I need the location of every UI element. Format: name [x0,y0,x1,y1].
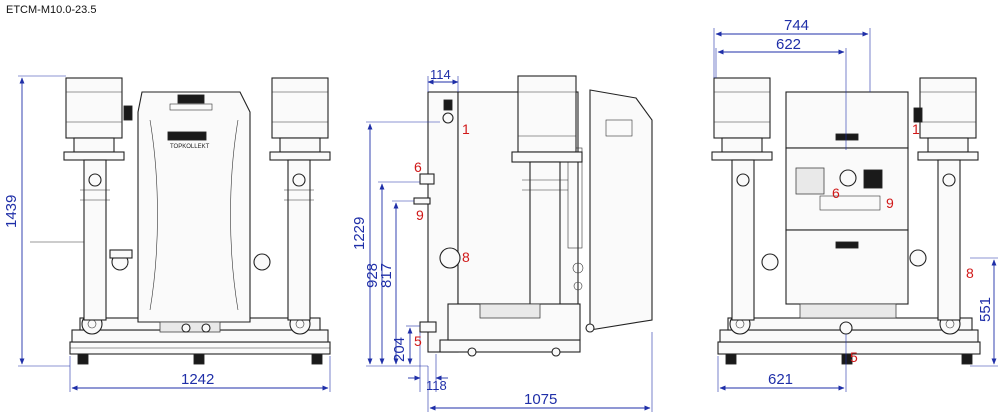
rear-callout-8: 8 [966,265,974,281]
rear-callout-9: 9 [886,195,894,211]
rear-view [711,77,981,365]
rear-dimensions: 744 622 551 621 1 6 9 8 5 [713,17,998,392]
side-top-dim: 114 [430,67,451,82]
model-label: ETCM-M10.0-23.5 [6,4,96,16]
side-dim-817: 817 [378,263,395,288]
rear-bottom-dim: 621 [768,371,793,388]
side-callout-6: 6 [414,159,422,175]
rear-callout-5: 5 [850,349,858,365]
side-dim-928: 928 [364,263,381,288]
side-dimensions: 114 1229 928 817 204 118 1075 1 6 9 8 5 [351,67,653,412]
side-callout-5: 5 [414,333,422,349]
side-dim-204: 204 [391,337,408,362]
rear-top-dim-inner: 622 [776,36,801,53]
side-callout-1: 1 [462,121,470,137]
front-height-dim: 1439 [3,195,20,228]
rear-callout-1: 1 [912,121,920,137]
side-bottom-small-dim: 118 [426,378,447,393]
rear-top-dim-outer: 744 [784,17,809,34]
side-view [413,75,653,357]
rear-callout-6: 6 [832,185,840,201]
rear-right-dim: 551 [977,297,994,322]
side-dim-1229: 1229 [351,217,368,250]
side-bottom-dim: 1075 [524,391,557,408]
front-width-dim: 1242 [181,371,214,388]
svg-text:TOPKOLLEKT: TOPKOLLEKT [170,144,210,150]
side-callout-9: 9 [416,207,424,223]
front-dimensions: 1439 1242 [3,75,331,392]
side-callout-8: 8 [462,249,470,265]
front-view: TOPKOLLEKT [30,77,331,365]
